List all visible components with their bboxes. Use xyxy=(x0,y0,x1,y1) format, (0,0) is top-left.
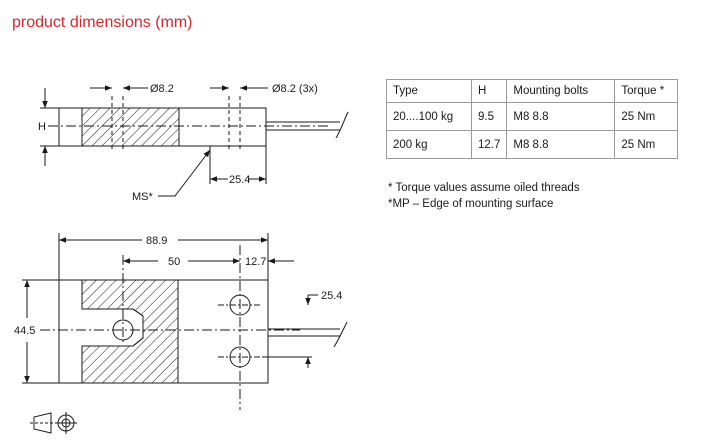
table-row: 20....100 kg 9.5 M8 8.8 25 Nm xyxy=(386,102,679,131)
side-view-hatch xyxy=(81,107,180,147)
top-view-hatch xyxy=(81,279,179,384)
side-hole3x-label: Ø8.2 (3x) xyxy=(272,83,318,95)
table-cell-type: 200 kg xyxy=(386,130,472,159)
table-cell-bolts: M8 8.8 xyxy=(506,130,616,159)
top-end-label: 12.7 xyxy=(245,256,266,268)
footnote-torque: * Torque values assume oiled threads xyxy=(388,182,580,194)
side-hole-label: Ø8.2 xyxy=(150,83,174,95)
table-header-h: H xyxy=(470,79,508,103)
page-title: product dimensions (mm) xyxy=(12,14,193,31)
table-header-bolts: Mounting bolts xyxy=(506,79,616,103)
projection-symbol-icon xyxy=(30,412,77,434)
top-width-label: 44.5 xyxy=(14,325,35,337)
top-length-label: 88.9 xyxy=(146,235,167,247)
specs-table: Type H Mounting bolts Torque * 20....100… xyxy=(386,79,679,159)
table-row: 200 kg 12.7 M8 8.8 25 Nm xyxy=(386,130,679,159)
side-ms-label: MS* xyxy=(132,191,154,203)
table-cell-h: 12.7 xyxy=(470,130,508,159)
top-offset-label: 50 xyxy=(168,256,180,268)
table-cell-type: 20....100 kg xyxy=(386,102,472,131)
table-cell-torque: 25 Nm xyxy=(614,130,679,159)
table-header-type: Type xyxy=(386,79,472,103)
table-header-torque: Torque * xyxy=(614,79,679,103)
side-view xyxy=(40,85,349,197)
side-height-label: H xyxy=(38,121,46,133)
table-cell-torque: 25 Nm xyxy=(614,102,679,131)
footnotes: * Torque values assume oiled threads *MP… xyxy=(388,180,580,212)
table-cell-h: 9.5 xyxy=(470,102,508,131)
side-spacing-label: 25.4 xyxy=(229,174,250,186)
table-header-row: Type H Mounting bolts Torque * xyxy=(386,79,679,103)
footnote-mounting: *MP – Edge of mounting surface xyxy=(388,198,554,210)
table-cell-bolts: M8 8.8 xyxy=(506,102,616,131)
top-view xyxy=(22,233,348,410)
top-spacing-label: 25.4 xyxy=(321,290,342,302)
